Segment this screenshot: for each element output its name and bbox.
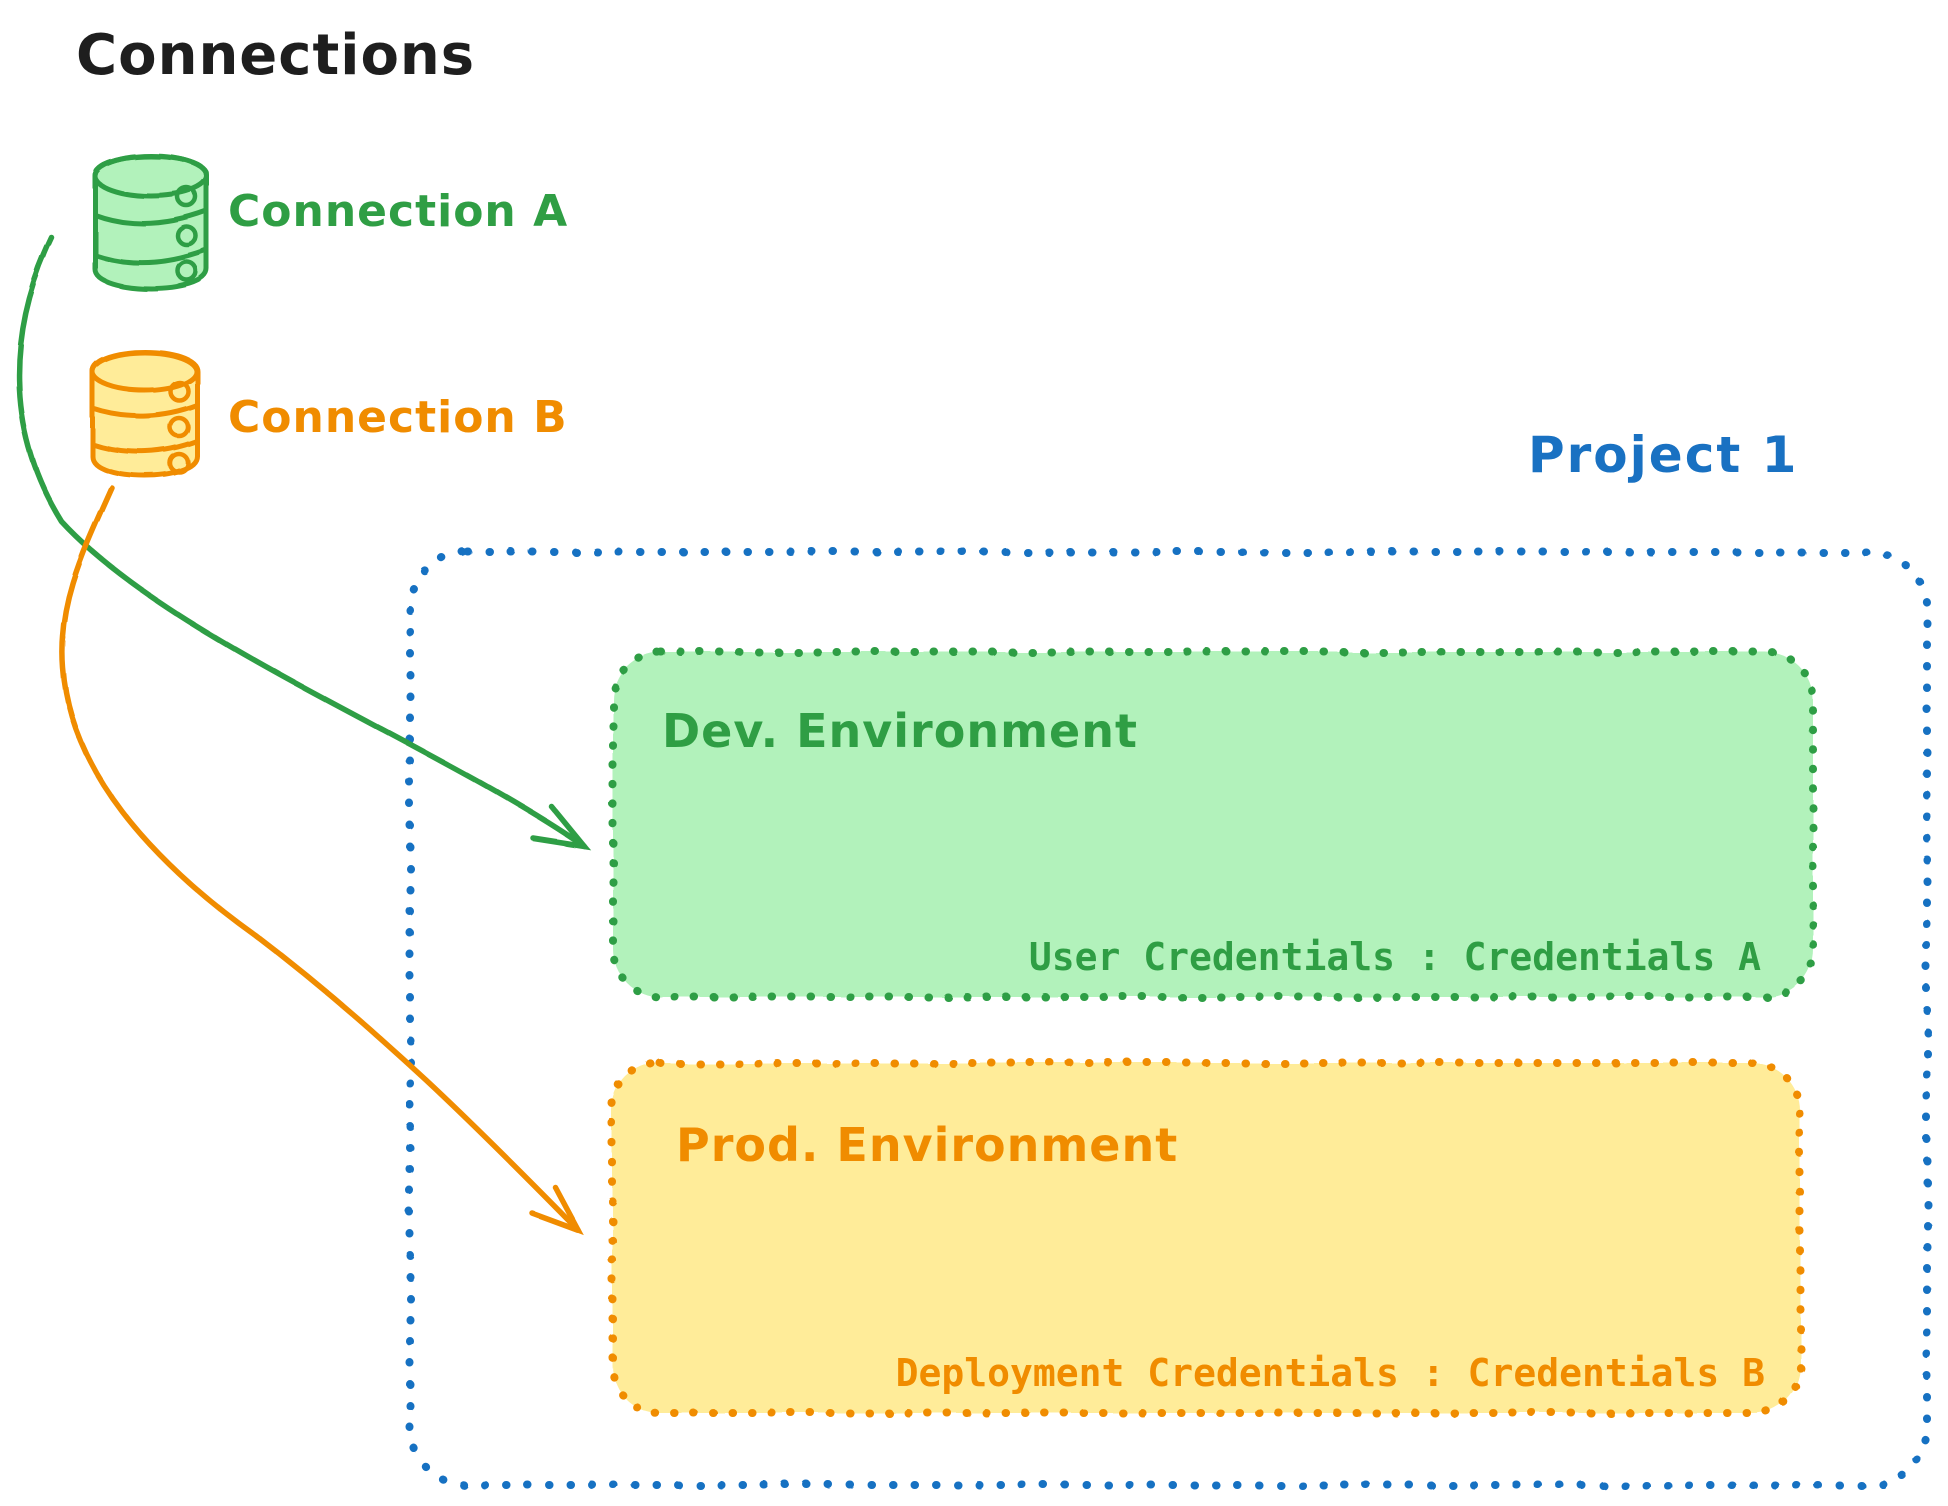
prod-environment-title: Prod. Environment bbox=[676, 1118, 1179, 1172]
project-label: Project 1 bbox=[1528, 426, 1799, 484]
arrow-connection-a-to-dev bbox=[16, 235, 591, 850]
database-cylinder-icon-b bbox=[89, 349, 200, 478]
dev-environment-title: Dev. Environment bbox=[662, 704, 1138, 758]
arrowhead-icon bbox=[529, 1184, 584, 1236]
prod-environment-credentials: Deployment Credentials : Credentials B bbox=[895, 1351, 1765, 1395]
connection-b-label: Connection B bbox=[228, 392, 568, 443]
project-box bbox=[406, 548, 1931, 1489]
dev-environment-box bbox=[609, 648, 1817, 1001]
database-cylinder-icon-a bbox=[92, 153, 210, 291]
connection-a-label: Connection A bbox=[228, 186, 569, 237]
diagram-title: Connections bbox=[76, 23, 476, 88]
arrow-connection-b-to-prod bbox=[59, 485, 584, 1236]
dev-environment-credentials: User Credentials : Credentials A bbox=[1028, 935, 1761, 979]
arrowhead-icon bbox=[530, 804, 591, 850]
prod-environment-box bbox=[608, 1059, 1804, 1417]
